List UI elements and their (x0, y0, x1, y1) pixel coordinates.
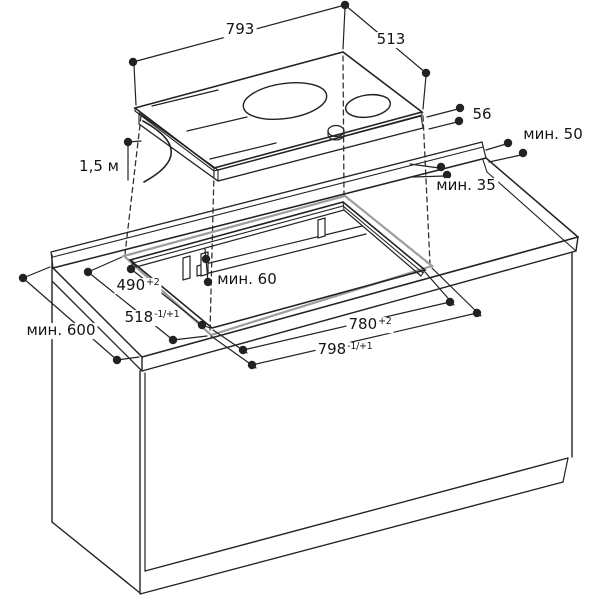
dim-label-appliance-body-width: 798-1/+1 (315, 340, 375, 359)
dim-tolerance: -1/+1 (347, 341, 373, 353)
dim-label-min-worktop-depth: мин. 600 (24, 321, 98, 340)
worktop-cutout (128, 201, 427, 329)
support-beam (196, 225, 367, 277)
large-burner-icon (242, 82, 328, 120)
dim-value: 798 (317, 340, 347, 359)
worktop (52, 157, 579, 372)
dim-label-appliance-depth: 513 (374, 30, 408, 49)
dim-label-cutout-width: 780+2 (346, 315, 394, 334)
dim-label-cutout-depth: 490+2 (114, 276, 162, 295)
dim-label-min-rear-clearance: мин. 50 (521, 125, 585, 144)
dim-label-min-worktop-thickness: мин. 35 (434, 176, 498, 195)
power-cable (142, 120, 172, 183)
dim-tolerance: -1/+1 (154, 309, 180, 321)
dimension-dots (18, 0, 528, 370)
projection-lines (124, 55, 431, 333)
dim-tolerance: +2 (146, 277, 160, 289)
small-burner-icon (344, 93, 392, 119)
dim-label-appliance-height: 56 (470, 105, 494, 124)
dim-value: 780 (348, 315, 378, 334)
cooktop (133, 51, 424, 183)
dim-label-appliance-body-depth: 518-1/+1 (122, 308, 182, 327)
dim-label-appliance-width: 793 (223, 20, 257, 39)
dim-label-cable-length: 1,5 м (77, 157, 121, 176)
base-cabinet (51, 252, 573, 595)
zone-markings (151, 89, 277, 160)
dim-value: 490 (116, 276, 146, 295)
dim-tolerance: +2 (378, 316, 392, 328)
dim-value: 518 (124, 308, 154, 327)
dim-label-min-clearance-below: мин. 60 (215, 270, 279, 289)
